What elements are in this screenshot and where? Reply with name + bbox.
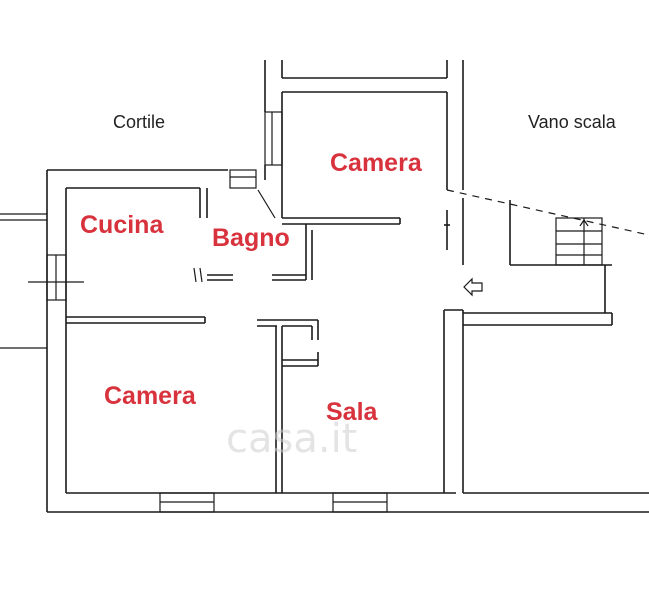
room-label-sala: Sala xyxy=(326,398,379,426)
window-bagno xyxy=(229,169,257,189)
entry-arrow-icon xyxy=(463,277,483,297)
room-label-cucina: Cucina xyxy=(80,211,164,239)
interior-walls xyxy=(66,188,401,493)
windows xyxy=(0,111,388,513)
room-label-camera-left: Camera xyxy=(104,382,197,410)
room-label-bagno: Bagno xyxy=(212,224,290,252)
area-label-cortile: Cortile xyxy=(113,112,165,132)
room-label-camera-top: Camera xyxy=(330,149,423,177)
area-label-vano-scala: Vano scala xyxy=(528,112,617,132)
stairwell xyxy=(446,189,649,297)
watermark: casa.it xyxy=(226,416,357,462)
window-camera-top xyxy=(264,111,283,166)
